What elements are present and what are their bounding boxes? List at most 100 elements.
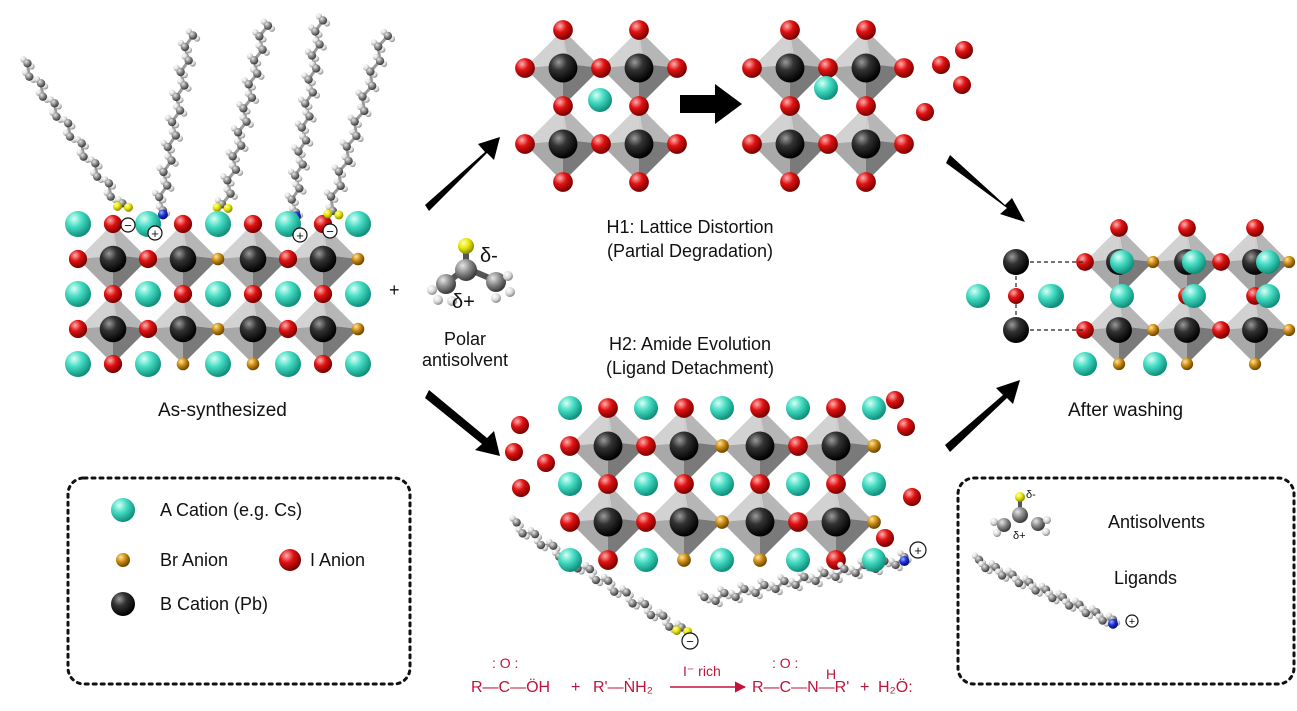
i-anion: [856, 96, 876, 116]
i-anion: [553, 20, 573, 40]
i-anion: [173, 214, 193, 234]
charge-markers: − + + − + − +: [120, 217, 1139, 650]
i-anion: [629, 96, 649, 116]
after-washing-lattice: [1076, 219, 1296, 371]
h2-line1: H2: Amide Evolution: [608, 334, 772, 354]
ligand-chain: [284, 13, 331, 222]
ligand-chain: [212, 18, 276, 213]
i-anion: [243, 284, 263, 304]
octahedron: [218, 224, 288, 294]
a-cation: [966, 284, 990, 308]
a-cation: [1256, 250, 1280, 274]
svg-text:+: +: [296, 228, 304, 243]
h1-lattice-distorted: [742, 20, 914, 192]
a-cation: [65, 351, 91, 377]
i-anion: [903, 488, 921, 506]
i-anion: [897, 418, 915, 436]
h1-label: H1: Lattice Distortion (Partial Degradat…: [560, 217, 820, 262]
a-cation: [1110, 284, 1134, 308]
i-anion: [826, 474, 846, 494]
pb-atom: [548, 129, 578, 159]
octahedron: [798, 408, 874, 484]
a-cation: [65, 211, 91, 237]
i-anion: [894, 58, 914, 78]
legend-delta-plus: δ+: [1013, 530, 1026, 542]
octahedron: [218, 294, 288, 364]
i-anion: [103, 214, 123, 234]
br-anion: [1248, 357, 1262, 371]
a-cation: [1073, 352, 1097, 376]
a-cation: [710, 396, 734, 420]
charge-plus-h2: +: [909, 541, 927, 559]
pb-atom: [745, 507, 775, 537]
i-anion: [512, 479, 530, 497]
octahedron: [646, 484, 722, 560]
octahedron: [570, 408, 646, 484]
br-anion: [753, 553, 767, 567]
a-cation: [634, 396, 658, 420]
octahedron: [1153, 296, 1221, 364]
i-anion: [780, 20, 800, 40]
pb-atom: [775, 129, 805, 159]
i-anion: [955, 41, 973, 59]
i-anion: [818, 134, 838, 154]
a-cation: [814, 76, 838, 100]
reaction-carbonyl-2: : O :: [772, 655, 799, 671]
a-cation: [786, 396, 810, 420]
a-cation: [1110, 250, 1134, 274]
delta-minus-label: δ-: [480, 245, 498, 267]
i-anion: [788, 512, 808, 532]
carboxylate-head: [112, 201, 122, 211]
legend-box-left: [66, 476, 412, 686]
a-cation: [634, 472, 658, 496]
octahedron: [828, 106, 904, 182]
charge-plus-2: +: [292, 227, 308, 243]
ligand-chain: [151, 28, 201, 220]
a-cation: [345, 281, 371, 307]
pb-atom: [624, 129, 654, 159]
pb-atom: [593, 431, 623, 461]
i-anion: [173, 284, 193, 304]
loose-atoms: [65, 41, 1280, 572]
amine-head: [157, 209, 168, 220]
delta-plus-label: δ+: [452, 291, 475, 313]
pb-atom: [669, 507, 699, 537]
pb-atom: [548, 53, 578, 83]
a-cation: [862, 472, 886, 496]
br-anion: [246, 357, 260, 371]
i-anion: [856, 20, 876, 40]
pb-atom: [309, 315, 337, 343]
legend-i-anion-icon: [279, 549, 301, 571]
reaction-amide: R—C—N—R': [752, 679, 850, 696]
as-synthesized-label: As-synthesized: [158, 400, 287, 421]
a-cation: [862, 396, 886, 420]
br-anion: [351, 252, 365, 266]
carboxylate-head: [323, 209, 333, 219]
polar-antisolvent-line1: Polar: [443, 329, 487, 349]
octahedron: [78, 294, 148, 364]
i-anion: [1076, 253, 1094, 271]
octahedron: [78, 224, 148, 294]
octahedron: [148, 294, 218, 364]
i-anion: [788, 436, 808, 456]
i-anion: [591, 134, 611, 154]
i-anion: [894, 134, 914, 154]
a-cation: [786, 548, 810, 572]
plus-sign: +: [389, 280, 400, 300]
reaction-condition: I⁻ rich: [683, 663, 721, 679]
i-anion: [511, 416, 529, 434]
i-anion: [667, 134, 687, 154]
arrow-h2-to-after: [945, 380, 1020, 452]
octahedron: [798, 484, 874, 560]
svg-text:−: −: [124, 218, 132, 233]
i-anion: [1212, 253, 1230, 271]
i-anion: [553, 172, 573, 192]
i-anion: [674, 474, 694, 494]
ligand-chain: [20, 56, 133, 212]
reaction-plus-2: +: [860, 679, 870, 696]
a-cation: [1143, 352, 1167, 376]
legend-ligand-chain: [971, 552, 1121, 629]
br-anion: [867, 515, 881, 529]
a-cation: [862, 548, 886, 572]
octahedron: [601, 30, 677, 106]
